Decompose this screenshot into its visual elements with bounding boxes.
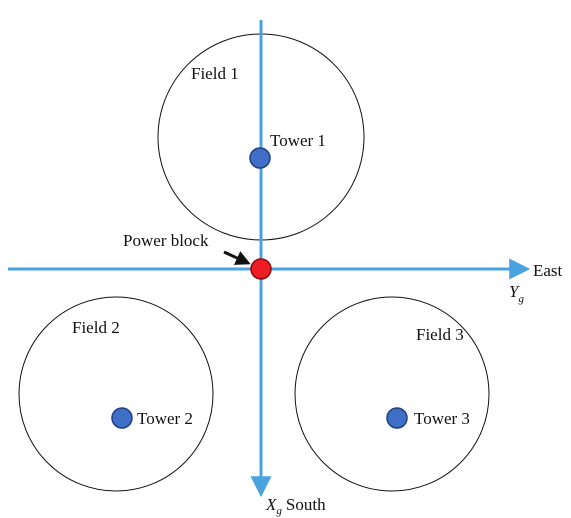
field-3-circle xyxy=(294,296,490,492)
xg-axis-label: Xg South xyxy=(265,495,326,517)
yg-symbol: Y xyxy=(509,282,520,301)
field-2-circle xyxy=(18,296,214,492)
yg-subscript: g xyxy=(518,293,524,305)
field-2-label: Field 2 xyxy=(72,318,120,337)
power-block-label: Power block xyxy=(123,231,209,250)
tower-3-marker xyxy=(386,407,408,429)
xg-symbol: X xyxy=(265,495,277,514)
tower-1-marker xyxy=(249,147,271,169)
power-block-pointer-arrow xyxy=(223,250,251,265)
xg-subscript: g xyxy=(276,505,282,517)
field-1-label: Field 1 xyxy=(191,64,239,83)
tower-2-label: Tower 2 xyxy=(137,409,193,428)
tower-2-marker xyxy=(111,407,133,429)
yg-axis-label: Yg xyxy=(509,282,524,305)
field-3-label: Field 3 xyxy=(416,325,464,344)
south-label: South xyxy=(286,495,326,514)
power-block-marker xyxy=(250,258,272,280)
tower-3-label: Tower 3 xyxy=(414,409,470,428)
east-label: East xyxy=(533,261,563,280)
tower-1-label: Tower 1 xyxy=(270,131,326,150)
